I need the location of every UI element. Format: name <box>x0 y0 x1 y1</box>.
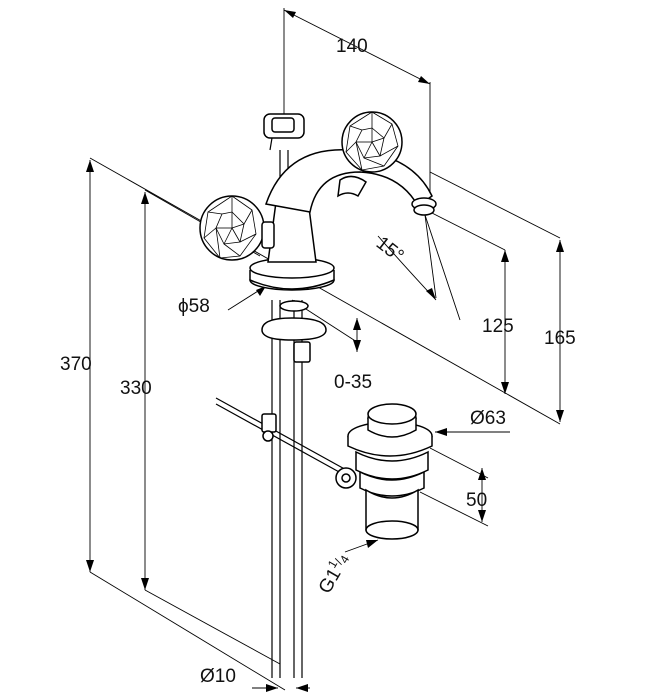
dim-base-diameter: ϕ58 <box>178 296 210 317</box>
hose-connector <box>293 341 311 363</box>
pop-up-rod <box>215 397 351 479</box>
dim-deck-thickness: 0-35 <box>334 372 372 393</box>
svg-text:G11/4: G11/4 <box>312 549 354 598</box>
dim-hose-diameter: Ø10 <box>200 666 236 687</box>
pop-up-waste <box>335 403 433 540</box>
dim-waste-height: 50 <box>466 490 487 511</box>
left-crystal-handle <box>199 195 275 261</box>
right-crystal-handle <box>337 111 403 198</box>
dimension-lines <box>86 8 564 692</box>
thread-main: G1 <box>315 565 346 597</box>
dim-connection-height: 330 <box>120 378 152 399</box>
dim-spout-angle: 15° <box>372 233 408 267</box>
dimension-labels: 140 15° ϕ58 125 165 370 330 0-35 Ø63 50 … <box>60 36 576 687</box>
dim-spout-height: 125 <box>482 316 514 337</box>
dim-spout-reach: 140 <box>336 36 368 57</box>
dim-waste-diameter: Ø63 <box>470 408 506 429</box>
dim-total-height: 370 <box>60 354 92 375</box>
supply-hoses <box>271 150 303 678</box>
dim-overall-spout-height: 165 <box>544 328 576 349</box>
dim-waste-thread: G11/4 <box>312 549 354 598</box>
